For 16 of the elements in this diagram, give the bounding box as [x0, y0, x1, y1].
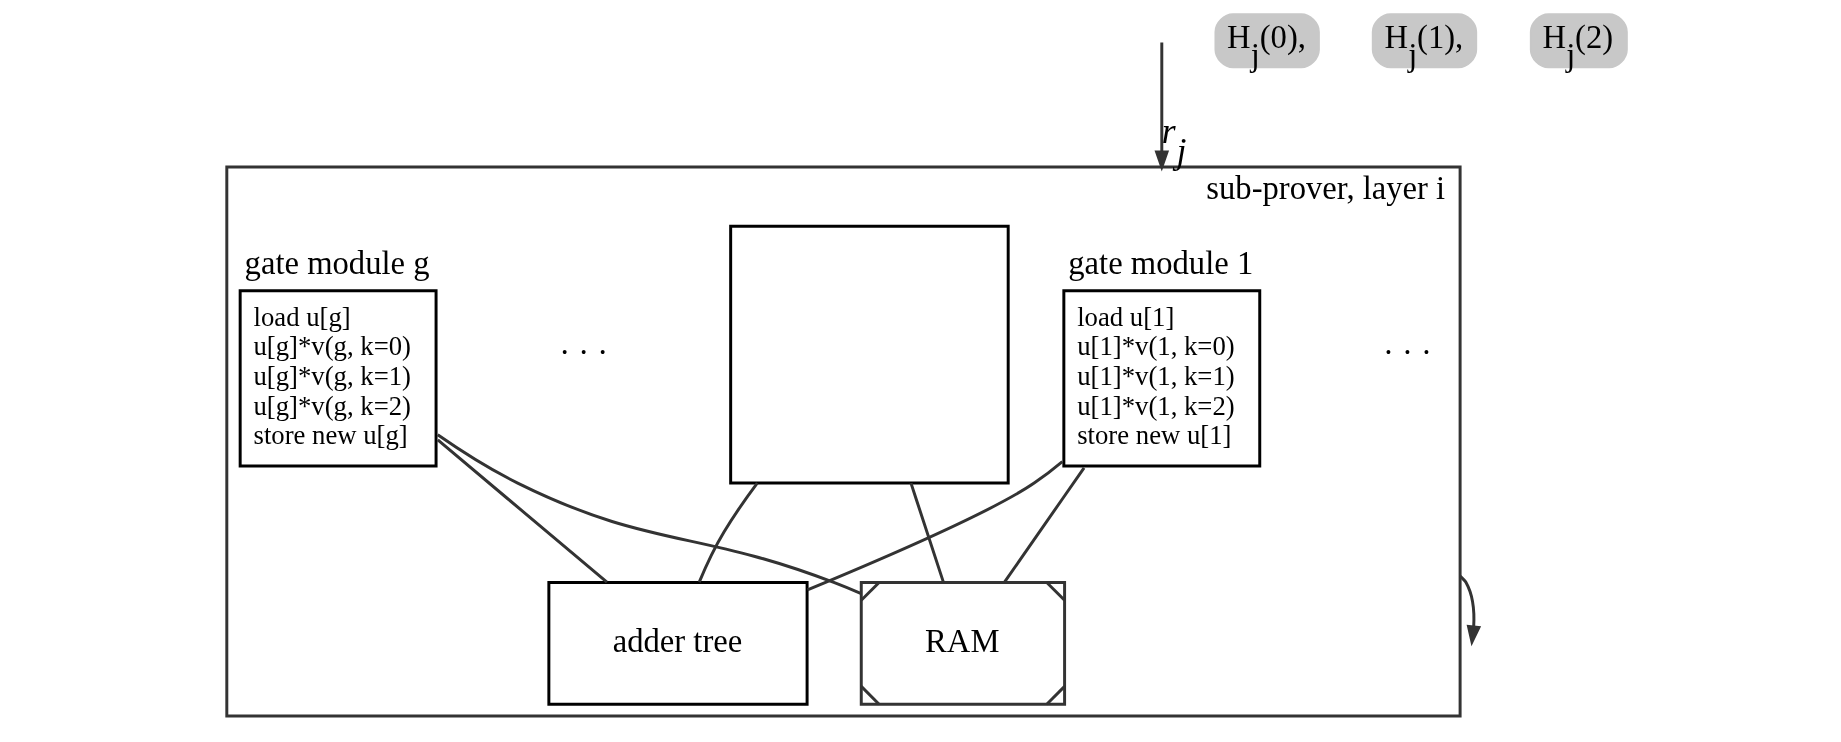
arrow	[1154, 42, 1169, 172]
connector	[436, 433, 862, 596]
node-label: gate module g	[244, 244, 430, 281]
connector	[909, 482, 945, 583]
node-box	[728, 224, 1010, 485]
connector	[1002, 467, 1085, 583]
label: · · ·	[558, 333, 608, 370]
connector	[436, 438, 608, 584]
connector	[697, 482, 758, 583]
node-box: load u[g] u[g]*v(g, k=0) u[g]*v(g, k=1) u[g]*v(g, k=2) store new u[g]	[238, 289, 438, 468]
node-label: gate module 1	[1067, 244, 1253, 281]
node-box: load u[1] u[1]*v(1, k=0) u[1]*v(1, k=1) u[1]*v(1, k=2) store new u[1]	[1061, 289, 1261, 468]
label: · · ·	[1382, 333, 1432, 370]
arrow	[1458, 575, 1481, 647]
node-box: adder tree	[546, 581, 809, 706]
connector	[806, 460, 1063, 592]
